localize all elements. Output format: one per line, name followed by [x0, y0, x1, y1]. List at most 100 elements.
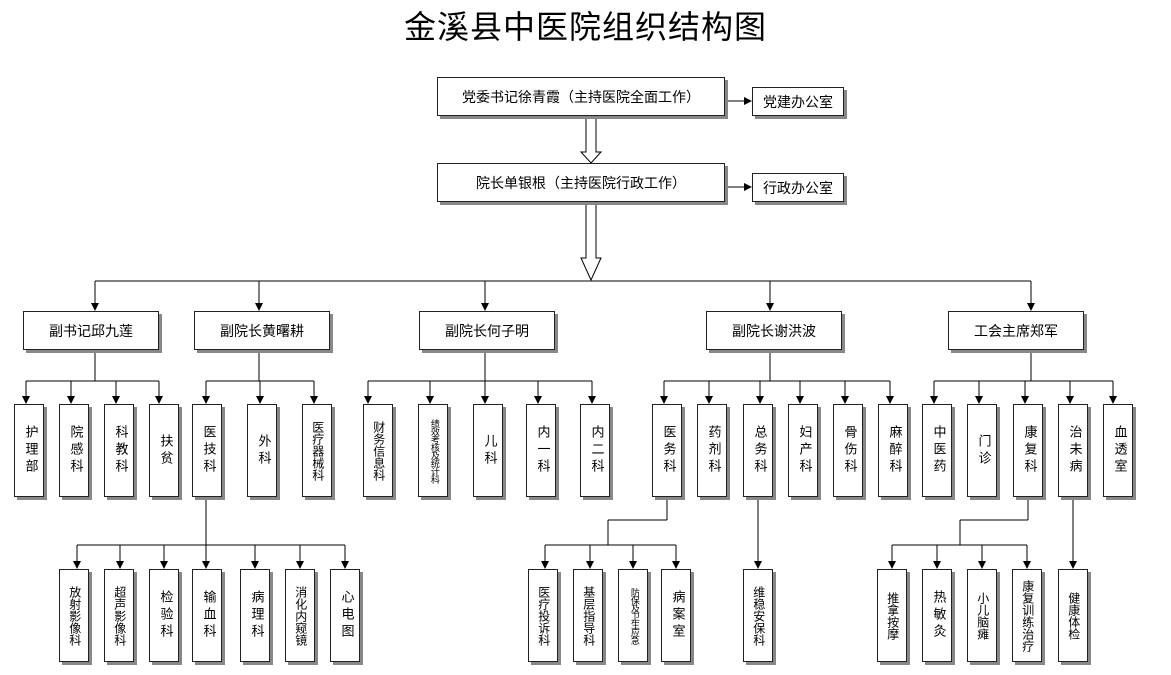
leader-box: 副书记邱九莲: [23, 311, 159, 350]
dept-label: 财务信息科: [371, 420, 386, 481]
leader-label: 副院长谢洪波: [732, 323, 816, 340]
subunit-label: 防保及卫生应急: [628, 587, 639, 644]
subunit-label: 超声影像科: [112, 585, 127, 646]
dept-label: 药剂科: [705, 425, 721, 476]
dept-box: 医疗器械科: [302, 404, 332, 497]
subunit-box: 防保及卫生应急: [618, 569, 648, 662]
dept-box: 科教科: [104, 404, 134, 497]
dept-box: 治未病: [1058, 404, 1088, 497]
dept-box: 康复科: [1013, 404, 1043, 497]
leader-label: 工会主席郑军: [974, 323, 1058, 340]
subunit-box: 健康体检: [1058, 569, 1088, 662]
dept-label: 骨伤科: [841, 425, 857, 476]
leader-label: 副院长何子明: [445, 323, 529, 340]
dept-label: 医务科: [660, 425, 676, 476]
admin-office-label: 行政办公室: [763, 180, 833, 197]
party-office-box: 党建办公室: [752, 87, 844, 116]
subunit-box: 病理科: [240, 569, 270, 662]
subunit-box: 医疗投诉科: [528, 569, 558, 662]
president-box: 院长单银根（主持医院行政工作）: [437, 163, 725, 202]
admin-office-box: 行政办公室: [752, 173, 844, 202]
dept-box: 妇产科: [788, 404, 818, 497]
dept-label: 内二科: [588, 425, 604, 476]
leader-label: 副院长黄曙耕: [220, 323, 304, 340]
dept-label: 科教科: [112, 425, 128, 476]
subunit-label: 推拿按摩: [885, 591, 900, 640]
dept-label: 康复科: [1021, 425, 1037, 476]
leader-label: 副书记邱九莲: [49, 323, 133, 340]
dept-box: 内二科: [580, 404, 610, 497]
dept-box: 医技科: [192, 404, 222, 497]
subunit-label: 健康体检: [1066, 591, 1081, 640]
subunit-label: 输血科: [200, 590, 216, 641]
dept-label: 医疗器械科: [310, 420, 325, 481]
dept-box: 中医药: [922, 404, 952, 497]
party-secretary-label: 党委书记徐青霞（主持医院全面工作）: [462, 89, 700, 106]
party-secretary-box: 党委书记徐青霞（主持医院全面工作）: [437, 77, 725, 116]
subunit-label: 心电图: [338, 590, 354, 641]
subunit-box: 康复训练治疗: [1012, 569, 1042, 662]
subunit-label: 病案室: [669, 590, 685, 641]
dept-label: 儿科: [481, 433, 497, 468]
subunit-label: 热敏灸: [930, 590, 946, 641]
dept-box: 药剂科: [697, 404, 727, 497]
dept-box: 医务科: [652, 404, 682, 497]
dept-box: 血透室: [1103, 404, 1133, 497]
dept-label: 治未病: [1066, 425, 1082, 476]
dept-label: 麻醉科: [886, 425, 902, 476]
dept-box: 护理部: [14, 404, 44, 497]
dept-label: 护理部: [22, 425, 38, 476]
subunit-box: 热敏灸: [922, 569, 952, 662]
subunit-label: 小儿脑瘫: [975, 591, 990, 640]
subunit-label: 维稳安保科: [751, 585, 766, 646]
dept-box: 扶贫: [149, 404, 179, 497]
dept-box: 门诊: [967, 404, 997, 497]
dept-box: 财务信息科: [363, 404, 393, 497]
dept-label: 院感科: [67, 425, 83, 476]
president-label: 院长单银根（主持医院行政工作）: [476, 175, 686, 192]
subunit-label: 检验科: [157, 590, 173, 641]
subunit-label: 基层指导科: [581, 585, 596, 646]
subunit-box: 基层指导科: [573, 569, 603, 662]
dept-label: 绩效考核及统计科: [428, 418, 439, 483]
subunit-box: 心电图: [330, 569, 360, 662]
dept-box: 院感科: [59, 404, 89, 497]
dept-box: 总务科: [743, 404, 773, 497]
subunit-box: 小儿脑瘫: [967, 569, 997, 662]
hollow-arrow-2: [580, 201, 602, 282]
dept-box: 外科: [247, 404, 277, 497]
leader-box: 副院长黄曙耕: [194, 311, 330, 350]
dept-label: 医技科: [200, 425, 216, 476]
dept-label: 内一科: [534, 425, 550, 476]
dept-label: 总务科: [751, 425, 767, 476]
party-office-label: 党建办公室: [763, 94, 833, 111]
leader-box: 副院长谢洪波: [706, 311, 842, 350]
leader-box: 工会主席郑军: [948, 311, 1084, 350]
hollow-arrow-1: [579, 115, 603, 164]
dept-label: 外科: [255, 433, 271, 468]
subunit-box: 检验科: [149, 569, 179, 662]
subunit-label: 医疗投诉科: [536, 585, 551, 646]
dept-box: 儿科: [473, 404, 503, 497]
subunit-box: 超声影像科: [104, 569, 134, 662]
subunit-label: 消化内窥镜: [293, 585, 308, 646]
subunit-box: 维稳安保科: [743, 569, 773, 662]
dept-box: 绩效考核及统计科: [418, 404, 448, 497]
subunit-box: 输血科: [192, 569, 222, 662]
page-title: 金溪县中医院组织结构图: [403, 8, 767, 46]
subunit-label: 病理科: [248, 590, 264, 641]
dept-label: 妇产科: [796, 425, 812, 476]
subunit-box: 病案室: [661, 569, 691, 662]
dept-box: 内一科: [526, 404, 556, 497]
subunit-box: 放射影像科: [59, 569, 89, 662]
dept-box: 麻醉科: [878, 404, 908, 497]
dept-box: 骨伤科: [833, 404, 863, 497]
dept-label: 中医药: [930, 425, 946, 476]
subunit-label: 放射影像科: [67, 585, 82, 646]
subunit-box: 推拿按摩: [877, 569, 907, 662]
subunit-label: 康复训练治疗: [1020, 579, 1035, 652]
dept-label: 门诊: [975, 433, 991, 468]
dept-label: 血透室: [1111, 425, 1127, 476]
